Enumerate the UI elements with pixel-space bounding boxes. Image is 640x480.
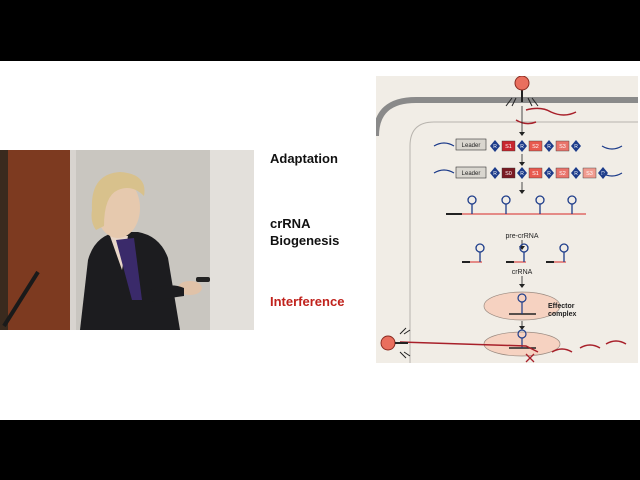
leader-text-row1: Leader	[462, 143, 481, 149]
letterbox-top	[0, 0, 640, 61]
spacer-text: S2	[559, 171, 566, 177]
effector-text-line2: complex	[548, 311, 577, 318]
pre-crrna-text: pre-crRNA	[505, 233, 538, 240]
repeat-text: R	[547, 171, 551, 177]
presenter-video-frame	[0, 150, 254, 330]
crrna-biogenesis-label-line2: Biogenesis	[270, 232, 339, 249]
repeat-text: R	[520, 171, 524, 177]
leader-text-row2: Leader	[462, 171, 481, 177]
repeat-text: R	[547, 144, 551, 150]
spacer-text: S2	[532, 144, 539, 150]
spacer-text: S1	[532, 171, 539, 177]
repeat-text: R	[520, 144, 524, 150]
spacer-text: S1	[505, 144, 512, 150]
spacer-text: S0	[505, 171, 512, 177]
repeat-text: R	[493, 144, 497, 150]
repeat-text: R	[574, 144, 578, 150]
figure-background	[376, 76, 638, 363]
interference-label: Interference	[270, 293, 344, 310]
repeat-text: R	[574, 171, 578, 177]
presenter-video	[0, 150, 254, 330]
spacer-text: S3	[559, 144, 566, 150]
letterbox-bottom	[0, 420, 640, 480]
spacer-text: S3	[586, 171, 593, 177]
crrna-text: crRNA	[512, 269, 533, 276]
crrna-biogenesis-label-line1: crRNA	[270, 215, 310, 232]
adaptation-label: Adaptation	[270, 150, 338, 167]
effector-text-line1: Effector	[548, 303, 575, 310]
repeat-text: R	[493, 171, 497, 177]
